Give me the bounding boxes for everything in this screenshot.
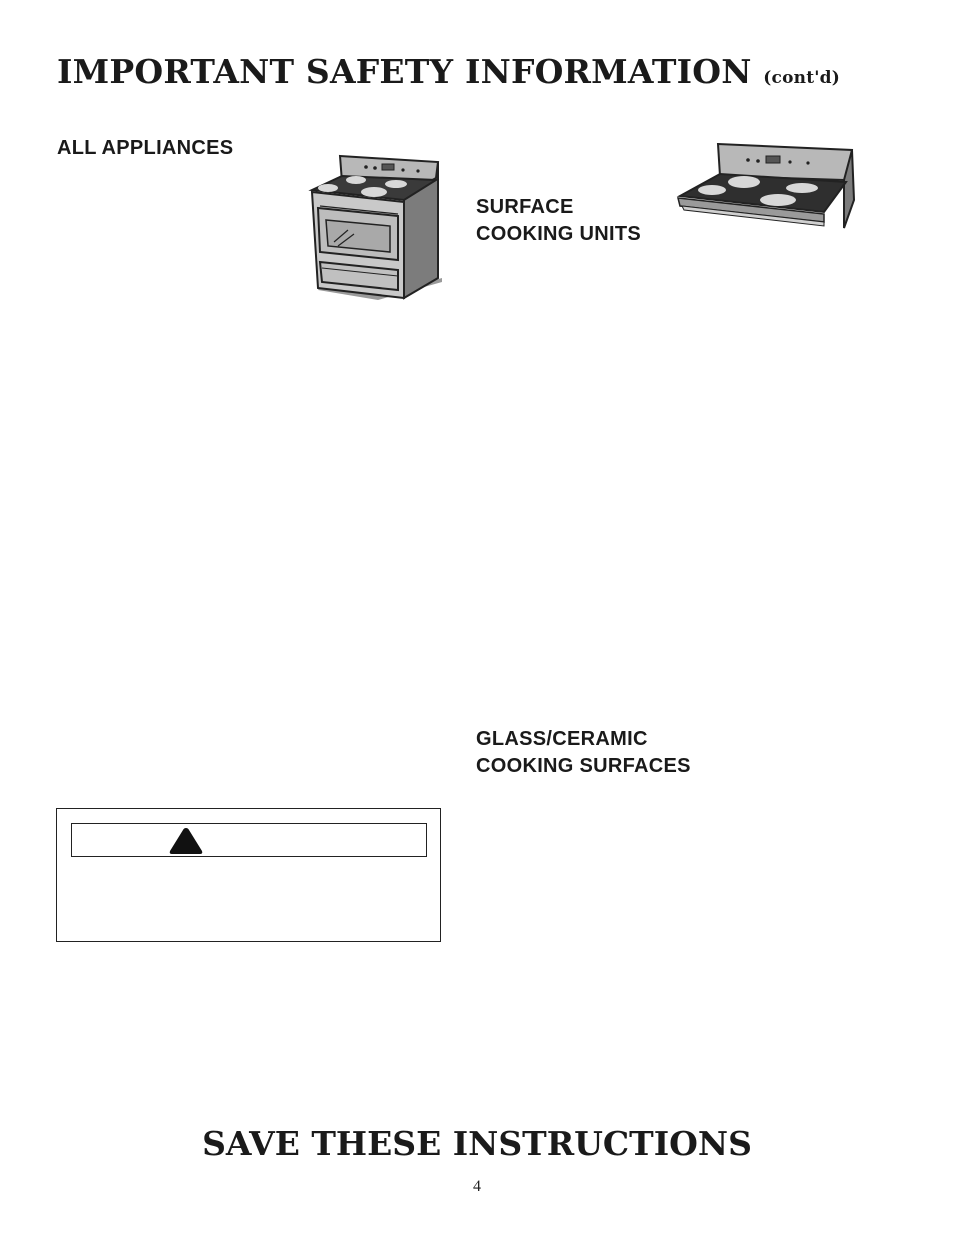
heading-glass-ceramic: GLASS/CERAMIC COOKING SURFACES xyxy=(476,726,691,780)
heading-line: COOKING UNITS xyxy=(476,223,642,245)
heading-line: GLASS/CERAMIC xyxy=(476,728,648,750)
heading-line: COOKING SURFACES xyxy=(476,755,691,777)
range-icon xyxy=(308,154,442,300)
cooktop-icon xyxy=(676,142,856,229)
warning-box xyxy=(56,808,441,942)
title-subtitle: (cont'd) xyxy=(763,68,840,88)
page-number: 4 xyxy=(473,1178,481,1195)
warning-header xyxy=(71,823,427,857)
warning-triangle-icon xyxy=(169,828,203,854)
title-main: IMPORTANT SAFETY INFORMATION xyxy=(57,52,752,91)
heading-line: SURFACE xyxy=(476,196,574,218)
heading-surface-cooking-units: SURFACE COOKING UNITS xyxy=(476,194,641,248)
heading-all-appliances: ALL APPLIANCES xyxy=(57,137,234,159)
save-instructions-footer: SAVE THESE INSTRUCTIONS xyxy=(202,1124,752,1163)
page-title: IMPORTANT SAFETY INFORMATION (cont'd) xyxy=(57,52,840,91)
